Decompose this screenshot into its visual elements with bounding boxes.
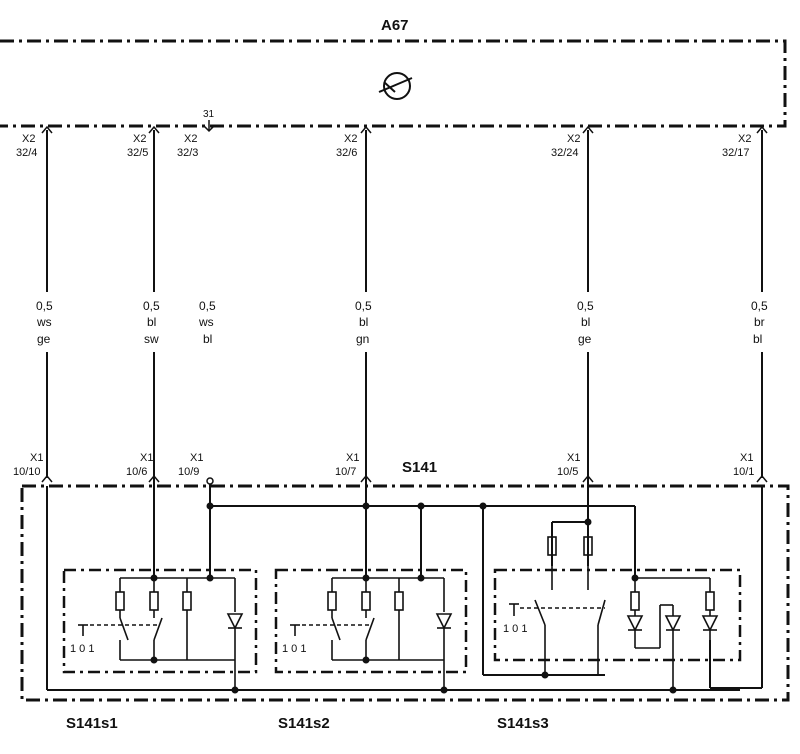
- module-s141: [20, 484, 790, 702]
- svg-text:0,5: 0,5: [199, 299, 216, 313]
- x1-connector-2: X1 10/6: [126, 452, 153, 478]
- svg-text:32/5: 32/5: [127, 147, 148, 159]
- svg-text:X1: X1: [740, 452, 753, 464]
- svg-text:br: br: [754, 315, 765, 329]
- svg-text:X2: X2: [344, 133, 357, 145]
- module-a67-label: A67: [381, 17, 409, 34]
- svg-text:bl: bl: [147, 315, 156, 329]
- svg-text:bl: bl: [581, 315, 590, 329]
- svg-text:X1: X1: [346, 452, 359, 464]
- x1-connector-4: X1 10/7: [335, 452, 359, 478]
- svg-text:10/5: 10/5: [557, 466, 578, 478]
- wire-label-3: 0,5 ws bl: [198, 299, 216, 346]
- svg-text:X2: X2: [567, 133, 580, 145]
- svg-text:bl: bl: [359, 315, 368, 329]
- wire-label-6: 0,5 br bl: [751, 299, 768, 346]
- switch-s141s3: 1 0 1: [493, 536, 742, 690]
- svg-text:X1: X1: [30, 452, 43, 464]
- junction-dots: [150, 502, 677, 694]
- svg-text:X1: X1: [567, 452, 580, 464]
- wire-label-2: 0,5 bl sw: [143, 299, 160, 346]
- wire-lines: [46, 130, 763, 575]
- svg-text:sw: sw: [144, 332, 159, 346]
- svg-text:0,5: 0,5: [751, 299, 768, 313]
- gauge-icon: [378, 72, 413, 100]
- x2-connector-4: X2 32/6: [336, 133, 357, 159]
- s141-connector-marks: [41, 474, 768, 485]
- x1-connector-1: X1 10/10: [13, 452, 43, 478]
- wire-label-1: 0,5 ws ge: [36, 299, 53, 346]
- switch-s141s2-code: 1 0 1: [282, 643, 306, 655]
- x2-connector-1: X2 32/4: [16, 133, 37, 159]
- svg-text:10/1: 10/1: [733, 466, 754, 478]
- module-s141-label: S141: [402, 459, 437, 476]
- a67-connector-marks: [41, 125, 768, 134]
- svg-text:X1: X1: [140, 452, 153, 464]
- ground-symbol: [203, 120, 215, 133]
- svg-text:10/10: 10/10: [13, 466, 41, 478]
- svg-text:10/7: 10/7: [335, 466, 356, 478]
- module-a67: [0, 39, 787, 128]
- switch-s141s1: 1 0 1: [62, 568, 258, 690]
- switch-s141s1-label: S141s1: [66, 715, 118, 732]
- svg-text:bl: bl: [203, 332, 212, 346]
- x1-connector-6: X1 10/1: [733, 452, 754, 478]
- svg-text:32/24: 32/24: [551, 147, 579, 159]
- svg-text:X2: X2: [133, 133, 146, 145]
- svg-text:X2: X2: [22, 133, 35, 145]
- svg-text:32/3: 32/3: [177, 147, 198, 159]
- svg-text:gn: gn: [356, 332, 369, 346]
- x2-connector-2: X2 32/5: [127, 133, 148, 159]
- svg-text:ws: ws: [36, 315, 52, 329]
- switch-s141s3-label: S141s3: [497, 715, 549, 732]
- svg-text:ge: ge: [37, 332, 51, 346]
- switch-s141s3-code: 1 0 1: [503, 623, 527, 635]
- svg-text:ws: ws: [198, 315, 214, 329]
- svg-text:10/6: 10/6: [126, 466, 147, 478]
- svg-text:32/17: 32/17: [722, 147, 750, 159]
- svg-text:X1: X1: [190, 452, 203, 464]
- svg-text:10/9: 10/9: [178, 466, 199, 478]
- svg-text:32/6: 32/6: [336, 147, 357, 159]
- svg-text:bl: bl: [753, 332, 762, 346]
- switch-s141s1-code: 1 0 1: [70, 643, 94, 655]
- ground-label: 31: [203, 109, 215, 120]
- svg-text:X2: X2: [738, 133, 751, 145]
- switch-s141s2-label: S141s2: [278, 715, 330, 732]
- svg-text:0,5: 0,5: [36, 299, 53, 313]
- x1-connector-5: X1 10/5: [557, 452, 580, 478]
- x2-connector-5: X2 32/24: [551, 133, 580, 159]
- svg-text:32/4: 32/4: [16, 147, 37, 159]
- svg-text:ge: ge: [578, 332, 592, 346]
- x2-connector-6: X2 32/17: [722, 133, 751, 159]
- internal-wiring: [46, 484, 763, 691]
- svg-text:X2: X2: [184, 133, 197, 145]
- svg-text:0,5: 0,5: [577, 299, 594, 313]
- switch-s141s2: 1 0 1: [274, 568, 468, 690]
- wire-label-4: 0,5 bl gn: [355, 299, 372, 346]
- svg-text:0,5: 0,5: [143, 299, 160, 313]
- svg-text:0,5: 0,5: [355, 299, 372, 313]
- wire-label-5: 0,5 bl ge: [577, 299, 594, 346]
- x2-connector-3: X2 32/3: [177, 133, 198, 159]
- x1-connector-3: X1 10/9: [178, 452, 203, 478]
